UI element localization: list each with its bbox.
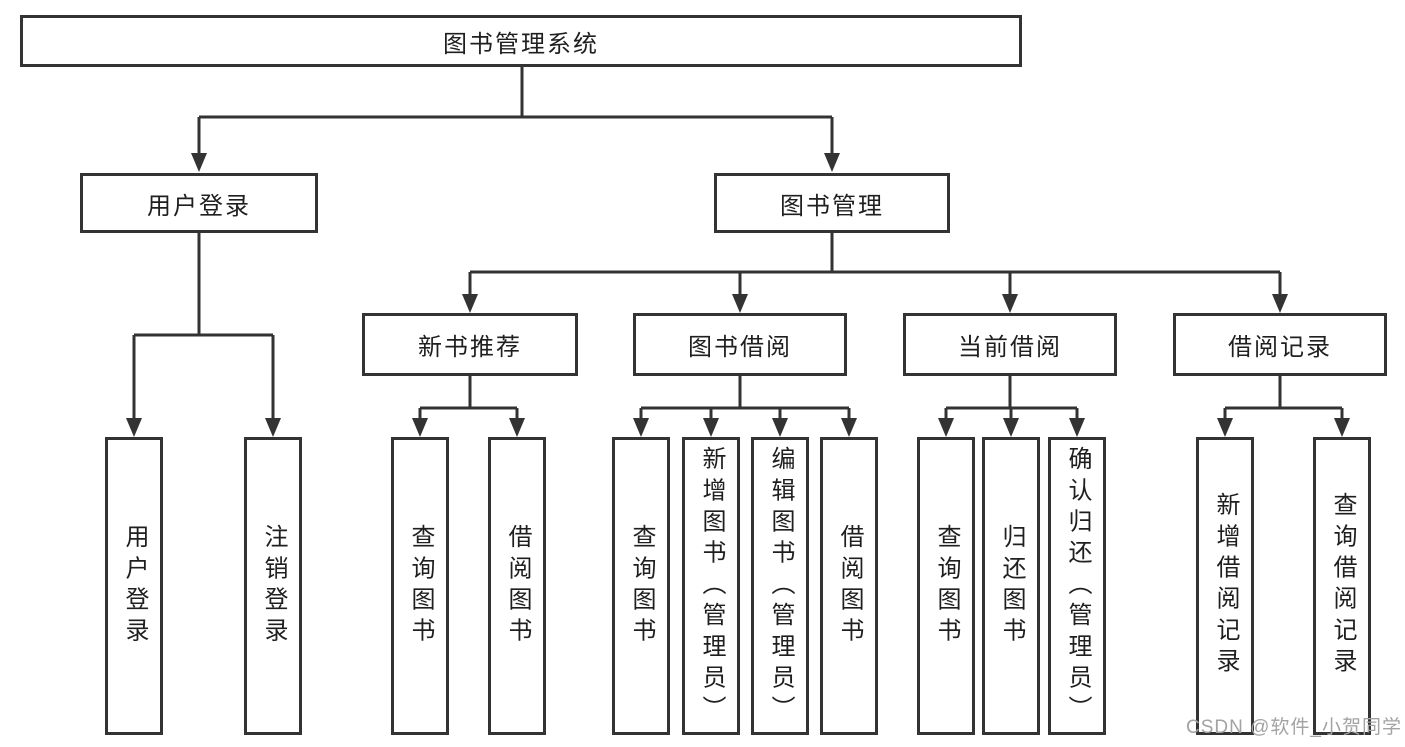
arrowhead: [1069, 418, 1085, 437]
leaf-edit-books-admin: 编辑图书（管理员）: [751, 437, 809, 735]
node-borrowing-records: 借阅记录: [1173, 313, 1387, 376]
leaf-query-books-recommend: 查询图书: [391, 437, 449, 735]
leaf-user-login: 用户登录: [105, 437, 163, 735]
node-label: 新书推荐: [418, 334, 522, 361]
node-user-login: 用户登录: [80, 173, 318, 233]
arrowhead: [265, 418, 281, 437]
leaf-logout: 注销登录: [244, 437, 302, 735]
arrowhead: [1002, 294, 1018, 313]
arrowhead: [126, 418, 142, 437]
arrowhead: [1272, 294, 1288, 313]
leaf-label: 新增借阅记录: [1212, 492, 1239, 680]
leaf-add-borrow-record: 新增借阅记录: [1196, 437, 1254, 735]
arrowhead: [1217, 418, 1233, 437]
node-current-borrowing: 当前借阅: [903, 313, 1117, 376]
leaf-label: 归还图书: [998, 523, 1025, 649]
node-label: 借阅记录: [1228, 334, 1332, 361]
leaf-label: 查询借阅记录: [1329, 492, 1356, 680]
leaf-add-books-admin: 新增图书（管理员）: [682, 437, 740, 735]
leaf-label: 查询图书: [628, 523, 655, 649]
node-label: 图书管理: [780, 192, 884, 220]
leaf-return-books: 归还图书: [982, 437, 1040, 735]
leaf-label: 编辑图书（管理员）: [767, 445, 794, 727]
leaf-label: 新增图书（管理员）: [698, 445, 725, 727]
leaf-label: 确认归还（管理员）: [1064, 445, 1091, 727]
arrowhead: [1334, 418, 1350, 437]
arrowhead: [412, 418, 428, 437]
leaf-borrow-books-borrowing: 借阅图书: [820, 437, 878, 735]
node-label: 当前借阅: [958, 334, 1062, 361]
leaf-borrow-books-recommend: 借阅图书: [488, 437, 546, 735]
arrowhead: [824, 153, 840, 172]
node-book-management: 图书管理: [714, 173, 950, 233]
connector-path: [132, 67, 1344, 421]
node-label: 用户登录: [147, 192, 251, 220]
leaf-query-books-borrowing: 查询图书: [612, 437, 670, 735]
arrowhead: [703, 418, 719, 437]
arrowhead: [462, 294, 478, 313]
leaf-query-books-current: 查询图书: [917, 437, 975, 735]
arrowhead: [633, 418, 649, 437]
leaf-label: 查询图书: [407, 523, 434, 649]
watermark: CSDN @软件_小贺同学: [1186, 717, 1402, 738]
node-book-borrowing: 图书借阅: [633, 313, 847, 376]
leaf-label: 借阅图书: [836, 523, 863, 649]
leaf-confirm-return-admin: 确认归还（管理员）: [1048, 437, 1106, 735]
arrowhead: [841, 418, 857, 437]
leaf-query-borrow-record: 查询借阅记录: [1313, 437, 1371, 735]
leaf-label: 借阅图书: [504, 523, 531, 649]
arrowhead: [732, 294, 748, 313]
leaf-label: 用户登录: [121, 523, 148, 649]
node-label: 图书借阅: [688, 334, 792, 361]
arrowhead: [1003, 418, 1019, 437]
leaf-label: 注销登录: [260, 523, 287, 649]
arrowhead: [772, 418, 788, 437]
leaf-label: 查询图书: [933, 523, 960, 649]
arrowhead: [191, 153, 207, 172]
node-new-book-recommendation: 新书推荐: [362, 313, 578, 376]
node-label: 图书管理系统: [443, 30, 599, 58]
arrowhead: [938, 418, 954, 437]
node-library-management-system: 图书管理系统: [20, 15, 1022, 67]
arrowhead: [509, 418, 525, 437]
